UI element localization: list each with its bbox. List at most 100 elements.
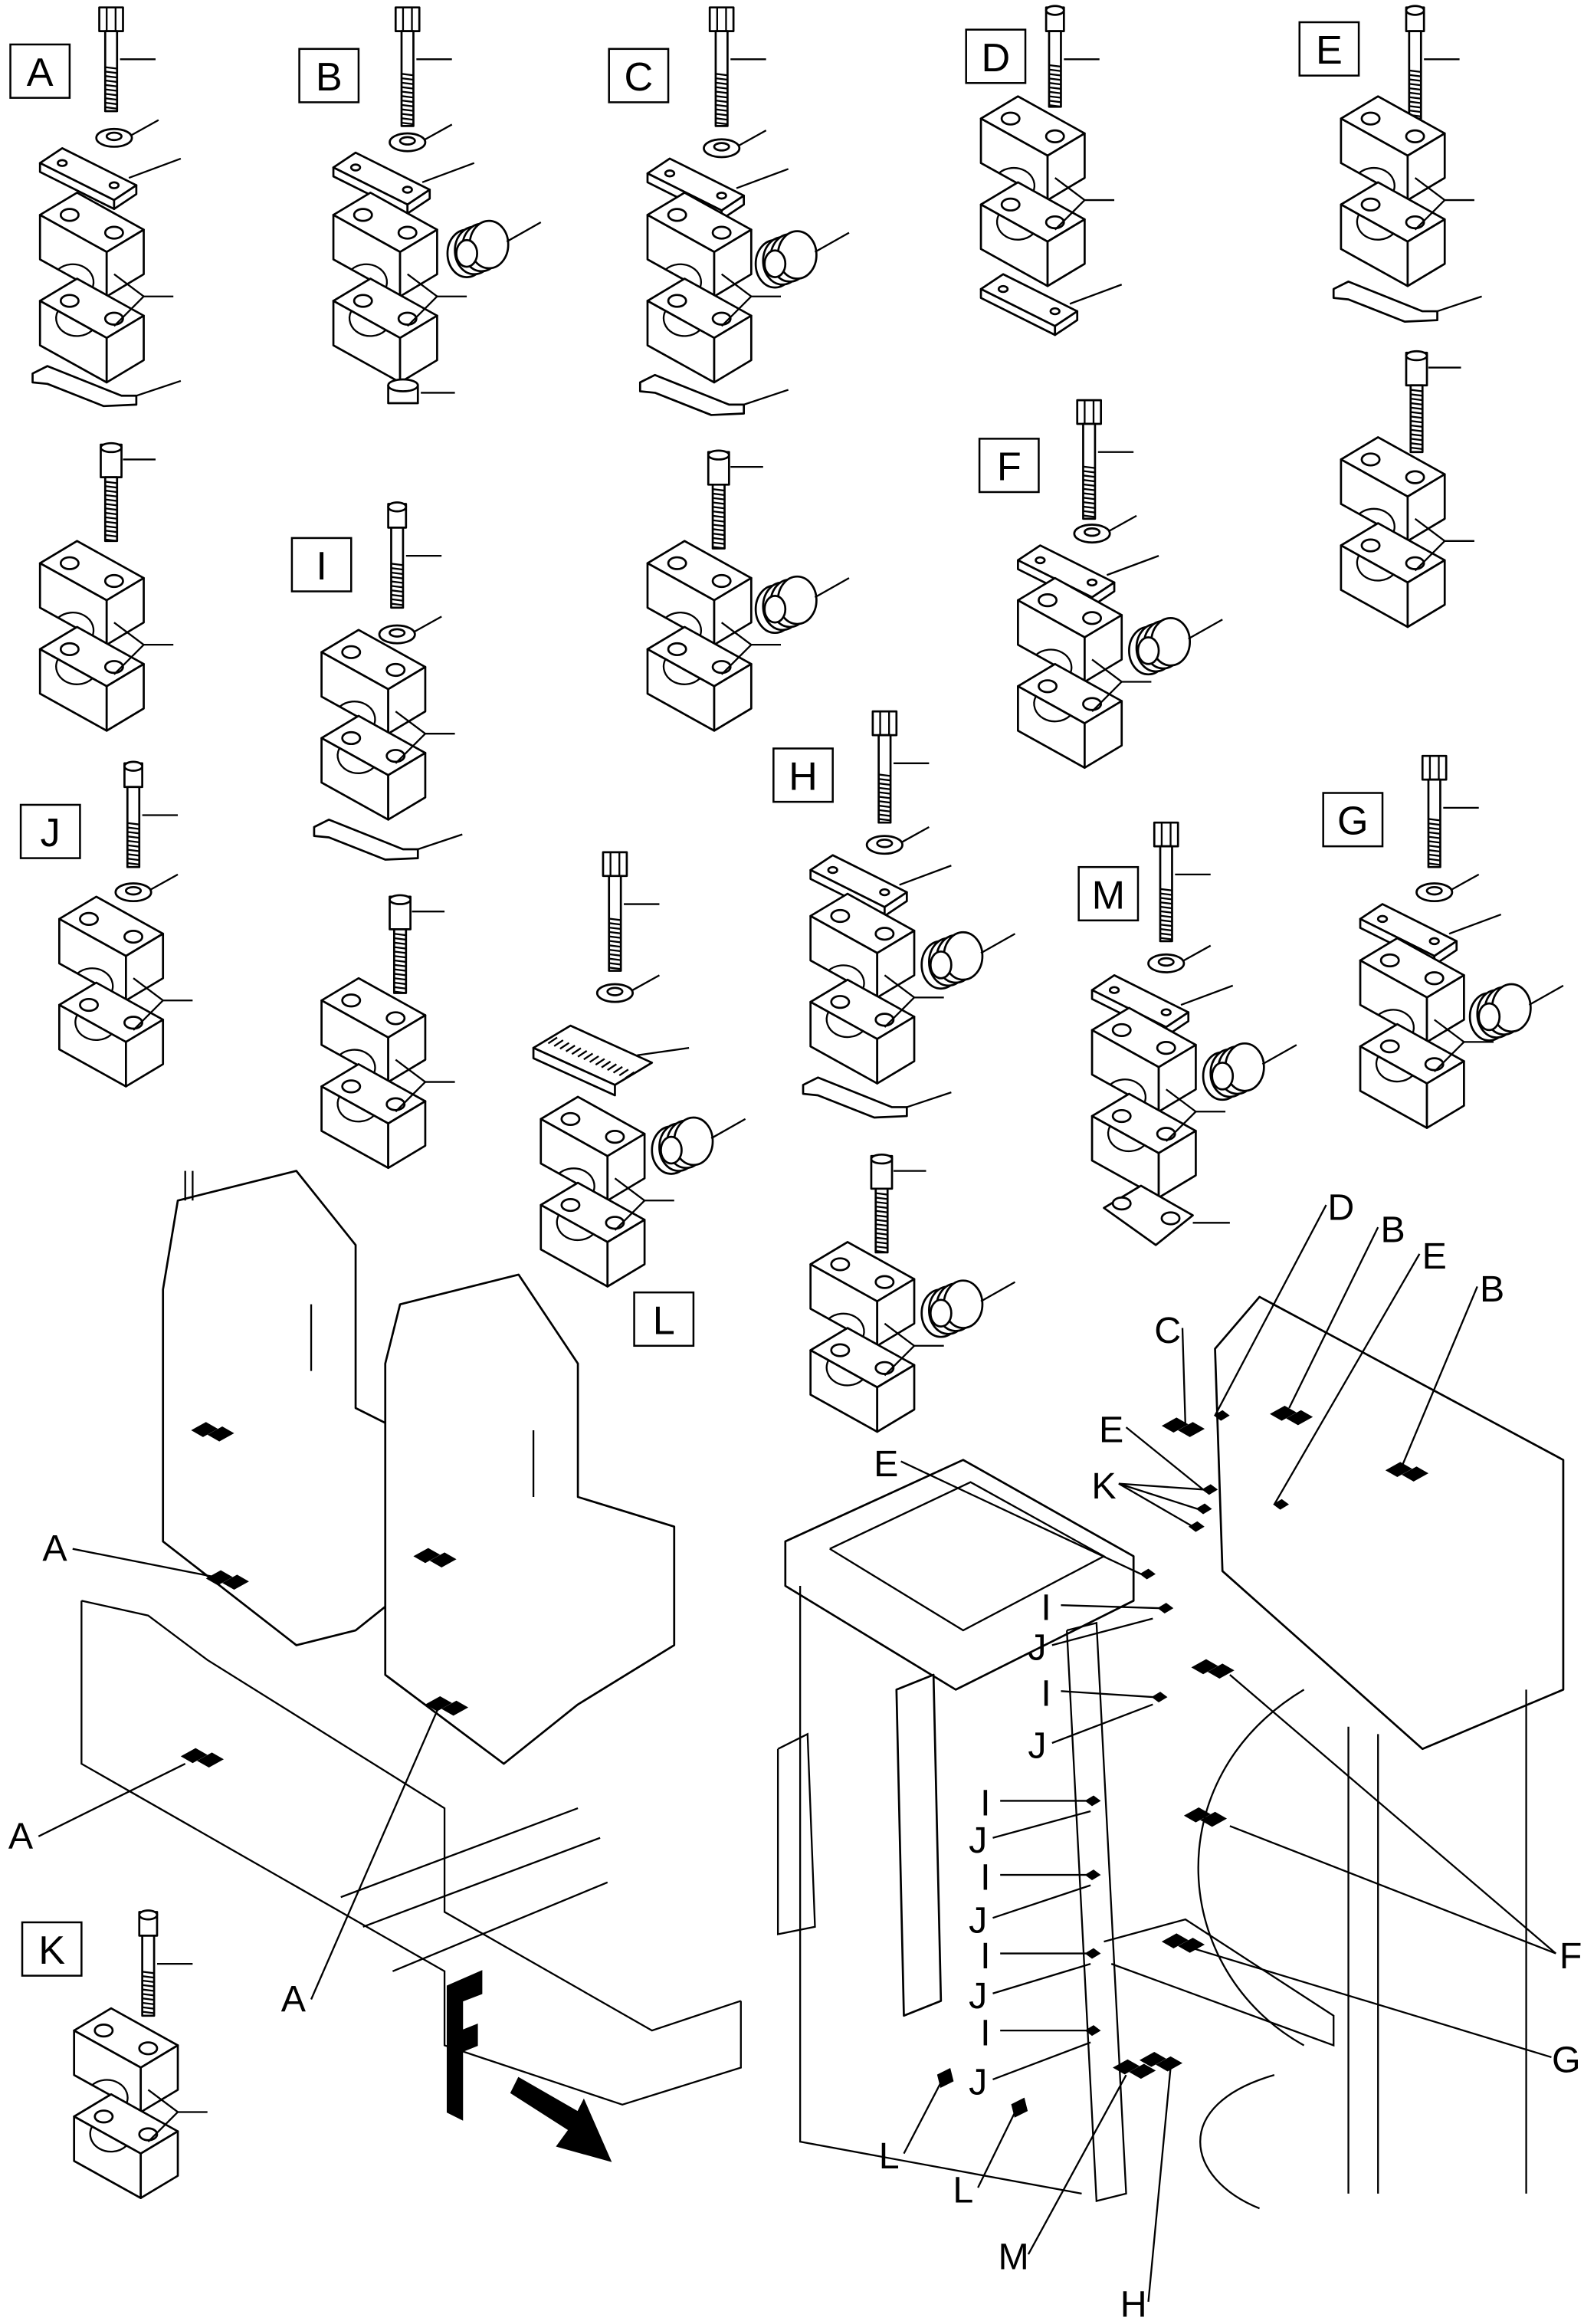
module-right — [384, 1273, 676, 1765]
leader-line — [150, 873, 179, 891]
leader-line — [814, 577, 850, 599]
bolt-hole — [79, 997, 99, 1013]
locking-plate — [31, 365, 182, 408]
thread-line — [142, 1979, 155, 1984]
callout-label: D — [1327, 1187, 1354, 1228]
small-clamp-marker — [1084, 1795, 1101, 1807]
bolt-hole — [1156, 1041, 1176, 1055]
thread-line — [1428, 822, 1441, 826]
thread-line — [712, 541, 725, 545]
leader-line — [1414, 177, 1445, 201]
thread-line — [401, 77, 414, 81]
serration — [607, 1063, 618, 1072]
thread-line — [391, 589, 404, 593]
small-clamp-marker — [1157, 1603, 1174, 1614]
leader-line — [710, 1118, 746, 1140]
thread-line — [1410, 424, 1423, 428]
leader-line — [720, 295, 753, 327]
locking-plate — [802, 1076, 952, 1119]
kit-label: C — [625, 55, 654, 100]
kit-label-box: G — [1322, 792, 1384, 848]
thread-line — [105, 101, 117, 106]
bottom-plate-nut — [1111, 1196, 1132, 1211]
leader-line — [1091, 658, 1123, 683]
thread-line — [105, 489, 117, 494]
leader-line — [113, 273, 145, 297]
thread-line — [712, 497, 725, 501]
block-side — [606, 1219, 646, 1288]
leader-line — [992, 1810, 1091, 1839]
callout-label: E — [1099, 1409, 1123, 1450]
clamp-pair — [320, 629, 455, 821]
label-frame — [633, 1291, 695, 1347]
clamp-half-lower — [320, 1063, 427, 1170]
cross-member — [340, 1807, 579, 1899]
washer-hole — [1157, 957, 1175, 967]
bolt-hole — [1111, 1108, 1132, 1124]
thread-line — [608, 944, 621, 948]
leader-line — [147, 2111, 179, 2142]
plate-hole — [402, 185, 413, 194]
leader-line — [131, 119, 159, 136]
block-side — [1425, 974, 1465, 1043]
clamp-location-marker — [425, 1695, 452, 1712]
leader-line — [147, 2089, 179, 2113]
right-assembly — [776, 1295, 1565, 2210]
leader-line — [739, 130, 767, 146]
bolt-head — [98, 6, 124, 32]
kit-label: G — [1337, 799, 1369, 844]
bolt-hole — [560, 1111, 581, 1127]
thread-line — [1083, 483, 1096, 487]
kit-label: M — [1092, 873, 1125, 917]
thread-line — [1428, 849, 1441, 853]
thread-line — [394, 973, 406, 977]
leader-line — [1051, 1617, 1153, 1646]
leader-line — [1185, 1945, 1552, 2059]
callout-label: C — [1154, 1310, 1181, 1351]
thread-line — [1410, 402, 1423, 406]
kit-label-box: H — [772, 747, 834, 803]
frame-edge — [799, 1586, 1082, 2194]
bolt-head — [1076, 399, 1103, 425]
callout-label: I — [1041, 1673, 1051, 1715]
clamp-half-lower — [38, 277, 145, 384]
standoff-top — [1405, 350, 1428, 362]
clamp-pair — [646, 540, 781, 732]
thread-line — [391, 585, 404, 589]
pipe-seat — [825, 1360, 864, 1387]
serration — [583, 1052, 594, 1061]
clamp-plate — [979, 273, 1123, 336]
leader-line — [1437, 295, 1482, 313]
thread-line — [1428, 853, 1441, 857]
clamp-location-marker — [1129, 2063, 1156, 2079]
thread-line — [1159, 937, 1172, 940]
bolt-hole — [59, 208, 80, 222]
rubber-grommet — [651, 1116, 746, 1175]
thread-line — [1410, 446, 1423, 451]
leader-line — [113, 295, 145, 327]
leader-line — [395, 711, 426, 735]
thread-line — [1048, 90, 1061, 94]
serration — [559, 1042, 570, 1050]
thread-line — [105, 507, 117, 511]
leader-line — [1433, 1041, 1465, 1072]
label-frame — [9, 43, 71, 99]
frame-post — [776, 1732, 816, 1935]
pipe-seat — [664, 612, 702, 638]
leader-line — [133, 1000, 164, 1031]
thread-line — [875, 1236, 888, 1240]
bolt-head — [1421, 754, 1448, 781]
clamp-half-lower — [38, 625, 145, 732]
clamp-half-upper — [320, 629, 427, 735]
thread-line — [1428, 858, 1441, 862]
bolt-hole — [385, 662, 406, 678]
thread-line — [391, 571, 404, 576]
plate-hole — [1376, 914, 1389, 924]
small-clamp-marker — [1084, 1948, 1101, 1959]
pipe-seat — [662, 658, 700, 685]
threaded-standoff — [870, 1153, 926, 1254]
bolt-hole — [1038, 593, 1058, 608]
small-clamp-marker — [1202, 1484, 1218, 1495]
plate-side — [1054, 310, 1079, 336]
callout-label: I — [980, 1783, 990, 1824]
